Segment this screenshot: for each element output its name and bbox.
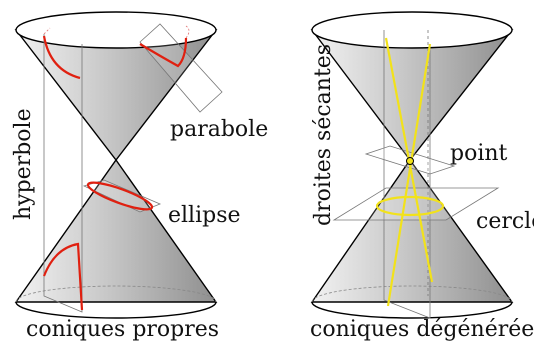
right-bottom-rim-back [311, 285, 513, 303]
circle-plane [332, 187, 500, 221]
left-bottom-rim-back [15, 285, 217, 303]
right-lower-nappe [310, 158, 514, 303]
circle-curve [375, 195, 445, 217]
parabola-plane [139, 23, 223, 113]
apex-point [406, 157, 414, 165]
hyperbola-lower-branch [42, 242, 84, 311]
label-cercle: cercle [476, 209, 534, 234]
parabola-curve [139, 37, 188, 68]
label-ellipse: ellipse [168, 203, 241, 228]
parabola-guide [185, 25, 190, 39]
label-parabole: parabole [170, 117, 268, 142]
label-hyperbole: hyperbole [11, 108, 36, 220]
right-bottom-rim-front [311, 301, 513, 319]
label-point: point [450, 141, 508, 166]
hyperbola-plane [43, 34, 83, 313]
secant-line-2 [386, 43, 432, 307]
left-lower-nappe [14, 158, 218, 303]
hyperbola-upper-branch [42, 35, 81, 80]
right-cone [310, 11, 514, 319]
caption-right: coniques dégénérées [310, 317, 534, 342]
left-cone [14, 11, 223, 319]
lines-plane [383, 30, 431, 319]
right-top-rim [311, 11, 513, 49]
left-top-rim [15, 11, 217, 49]
hyperbola-plane-guide [43, 27, 51, 35]
left-bottom-rim-front [15, 301, 217, 319]
ellipse-curve [86, 181, 154, 211]
label-droites-secantes: droites sécantes [311, 44, 336, 226]
caption-left: coniques propres [26, 317, 219, 342]
